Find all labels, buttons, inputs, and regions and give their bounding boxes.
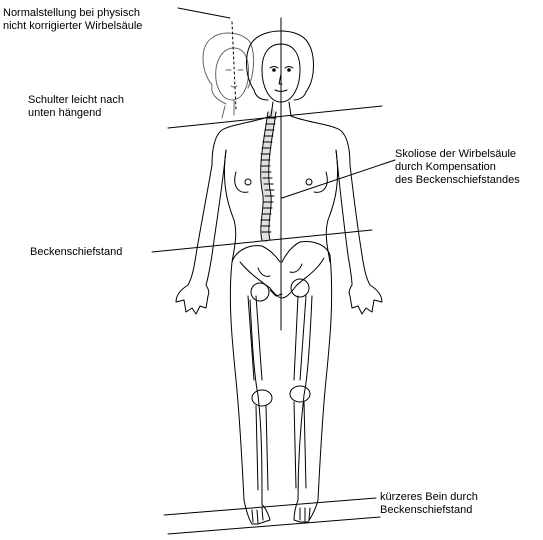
foot-line-lower (168, 517, 380, 534)
label-leg-line1: kürzeres Bein durch (380, 491, 478, 504)
spine (261, 112, 276, 240)
shoulder-line (168, 106, 382, 128)
label-shoulder: Schulter leicht nach unten hängend (28, 94, 124, 120)
label-shoulder-line1: Schulter leicht nach (28, 94, 124, 107)
label-normal-line2: nicht korrigierter Wirbelsäule (3, 20, 142, 33)
label-scoliosis: Skoliose der Wirbelsäule durch Kompensat… (395, 148, 520, 187)
leader-normal (178, 8, 230, 18)
head (247, 31, 314, 116)
left-arm (176, 150, 226, 314)
ghost-head-normal (203, 33, 254, 118)
label-pelvis: Beckenschiefstand (30, 246, 122, 259)
label-shoulder-line2: unten hängend (28, 107, 124, 120)
right-arm (336, 150, 382, 314)
left-leg (230, 262, 272, 524)
label-scoliosis-line3: des Beckenschiefstandes (395, 174, 520, 187)
right-leg (290, 255, 332, 522)
label-short-leg: kürzeres Bein durch Beckenschiefstand (380, 491, 478, 517)
label-scoliosis-line1: Skoliose der Wirbelsäule (395, 148, 520, 161)
leader-lines (178, 8, 395, 198)
label-normal-position: Normalstellung bei physisch nicht korrig… (3, 7, 142, 33)
label-pelvis-line1: Beckenschiefstand (30, 246, 122, 259)
label-leg-line2: Beckenschiefstand (380, 504, 478, 517)
label-normal-line1: Normalstellung bei physisch (3, 7, 142, 20)
leader-scoliosis (282, 160, 395, 198)
pelvis-line (152, 230, 372, 252)
normal-axis-line (232, 22, 236, 110)
label-scoliosis-line2: durch Kompensation (395, 161, 520, 174)
foot-line-upper (164, 498, 376, 515)
